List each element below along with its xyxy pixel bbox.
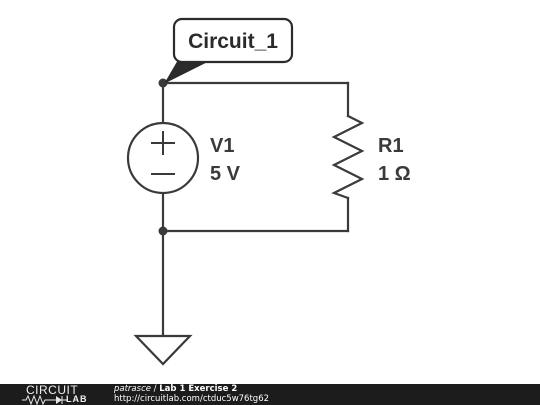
logo-text-top: CIRCUIT (26, 383, 79, 397)
footer-info: patrasce / Lab 1 Exercise 2 http://circu… (114, 384, 270, 404)
node-bottom-junction (158, 226, 168, 236)
callout-box (172, 17, 294, 64)
footer-bar: CIRCUIT LAB patrasce / Lab 1 Exercise 2 … (0, 384, 540, 405)
resistor-name-label: R1 (378, 135, 404, 157)
voltage-source-circle (126, 121, 200, 195)
footer-title-line: patrasce / Lab 1 Exercise 2 (114, 384, 269, 395)
resistor-r1-zigzag (331, 114, 365, 200)
title-separator: / (150, 384, 160, 394)
circuit-schematic: V1 5 V R1 1 Ω Circuit_1 (126, 17, 411, 366)
wires (161, 81, 350, 338)
circuit-title-link[interactable]: Lab 1 Exercise 2 (159, 384, 238, 394)
circuit-url-link[interactable]: http://circuitlab.com/ctduc5w76tg62 (114, 393, 270, 404)
voltage-source-v1 (126, 121, 200, 195)
net-label-text: Circuit_1 (188, 30, 278, 53)
node-top-junction (158, 78, 168, 88)
resistor-value-label: 1 Ω (378, 163, 411, 185)
circuitlab-logo[interactable]: CIRCUIT LAB (0, 384, 105, 405)
logo-resistor-icon (22, 395, 68, 405)
source-name-label: V1 (210, 135, 234, 157)
source-value-label: 5 V (210, 163, 241, 185)
net-label-callout[interactable]: Circuit_1 (165, 17, 294, 83)
author-link[interactable]: patrasce (114, 384, 151, 394)
ground-symbol (133, 334, 193, 366)
logo-text-bottom: LAB (66, 394, 88, 404)
